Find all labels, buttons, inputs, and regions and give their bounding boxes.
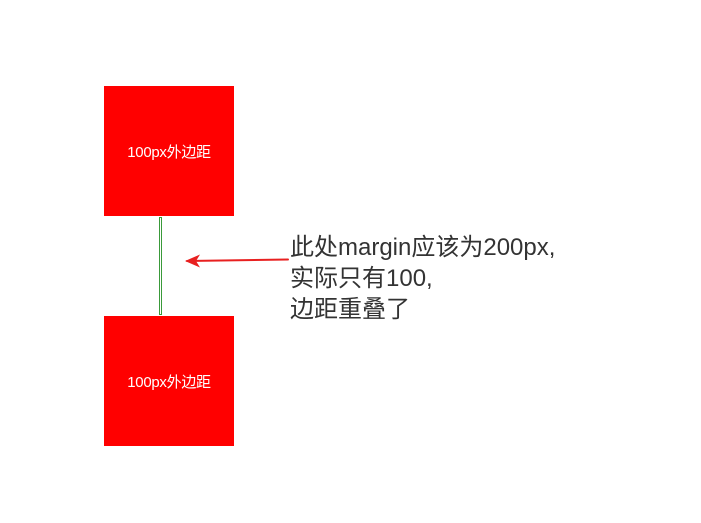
pointer-arrow-icon	[185, 254, 289, 268]
annotation-line-1: 此处margin应该为200px,	[290, 234, 556, 261]
margin-collapse-annotation: 此处margin应该为200px, 实际只有100, 边距重叠了	[290, 232, 555, 325]
top-margin-box: 100px外边距	[104, 86, 234, 216]
top-box-label: 100px外边距	[127, 143, 211, 161]
annotation-line-3: 边距重叠了	[290, 296, 410, 323]
bottom-box-label: 100px外边距	[127, 373, 211, 391]
annotation-line-2: 实际只有100,	[290, 265, 433, 292]
bottom-margin-box: 100px外边距	[104, 316, 234, 446]
margin-gap-marker	[159, 217, 162, 315]
